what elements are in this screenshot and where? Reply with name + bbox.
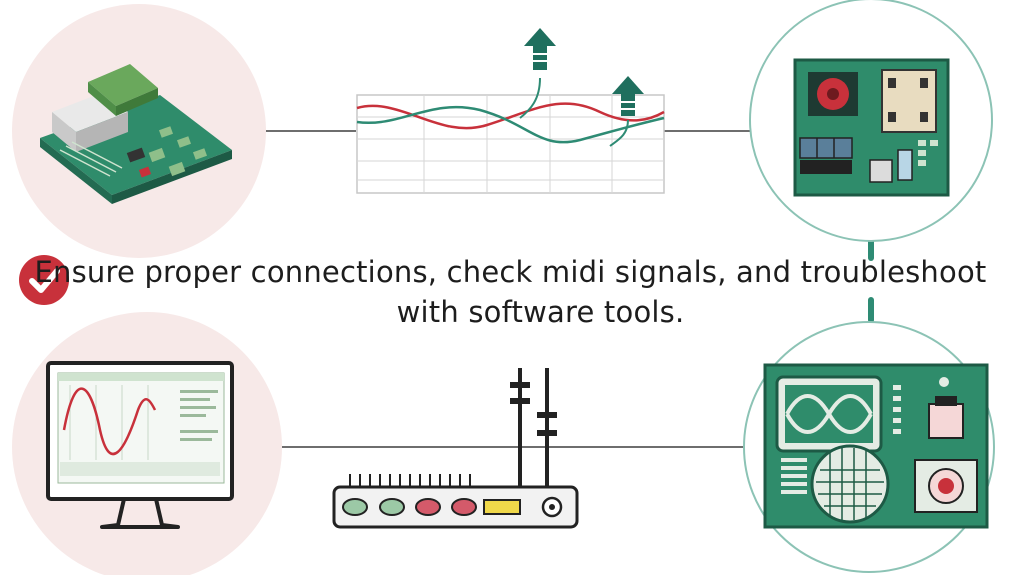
pcb-module-icon [749, 0, 993, 242]
caption-text: Ensure proper connections, check midi si… [0, 252, 1021, 332]
circuit-board-icon [12, 4, 266, 258]
oscilloscope-icon [743, 321, 995, 573]
caption-line-1: Ensure proper connections, check midi si… [34, 255, 987, 289]
midi-interface-icon [332, 368, 579, 529]
arrow-up-icon [612, 76, 644, 116]
check-circle-icon [18, 254, 70, 306]
signal-graph-icon [356, 28, 665, 194]
caption-line-2: with software tools. [396, 295, 685, 329]
monitor-icon [12, 312, 282, 575]
arrow-up-icon [524, 28, 556, 70]
